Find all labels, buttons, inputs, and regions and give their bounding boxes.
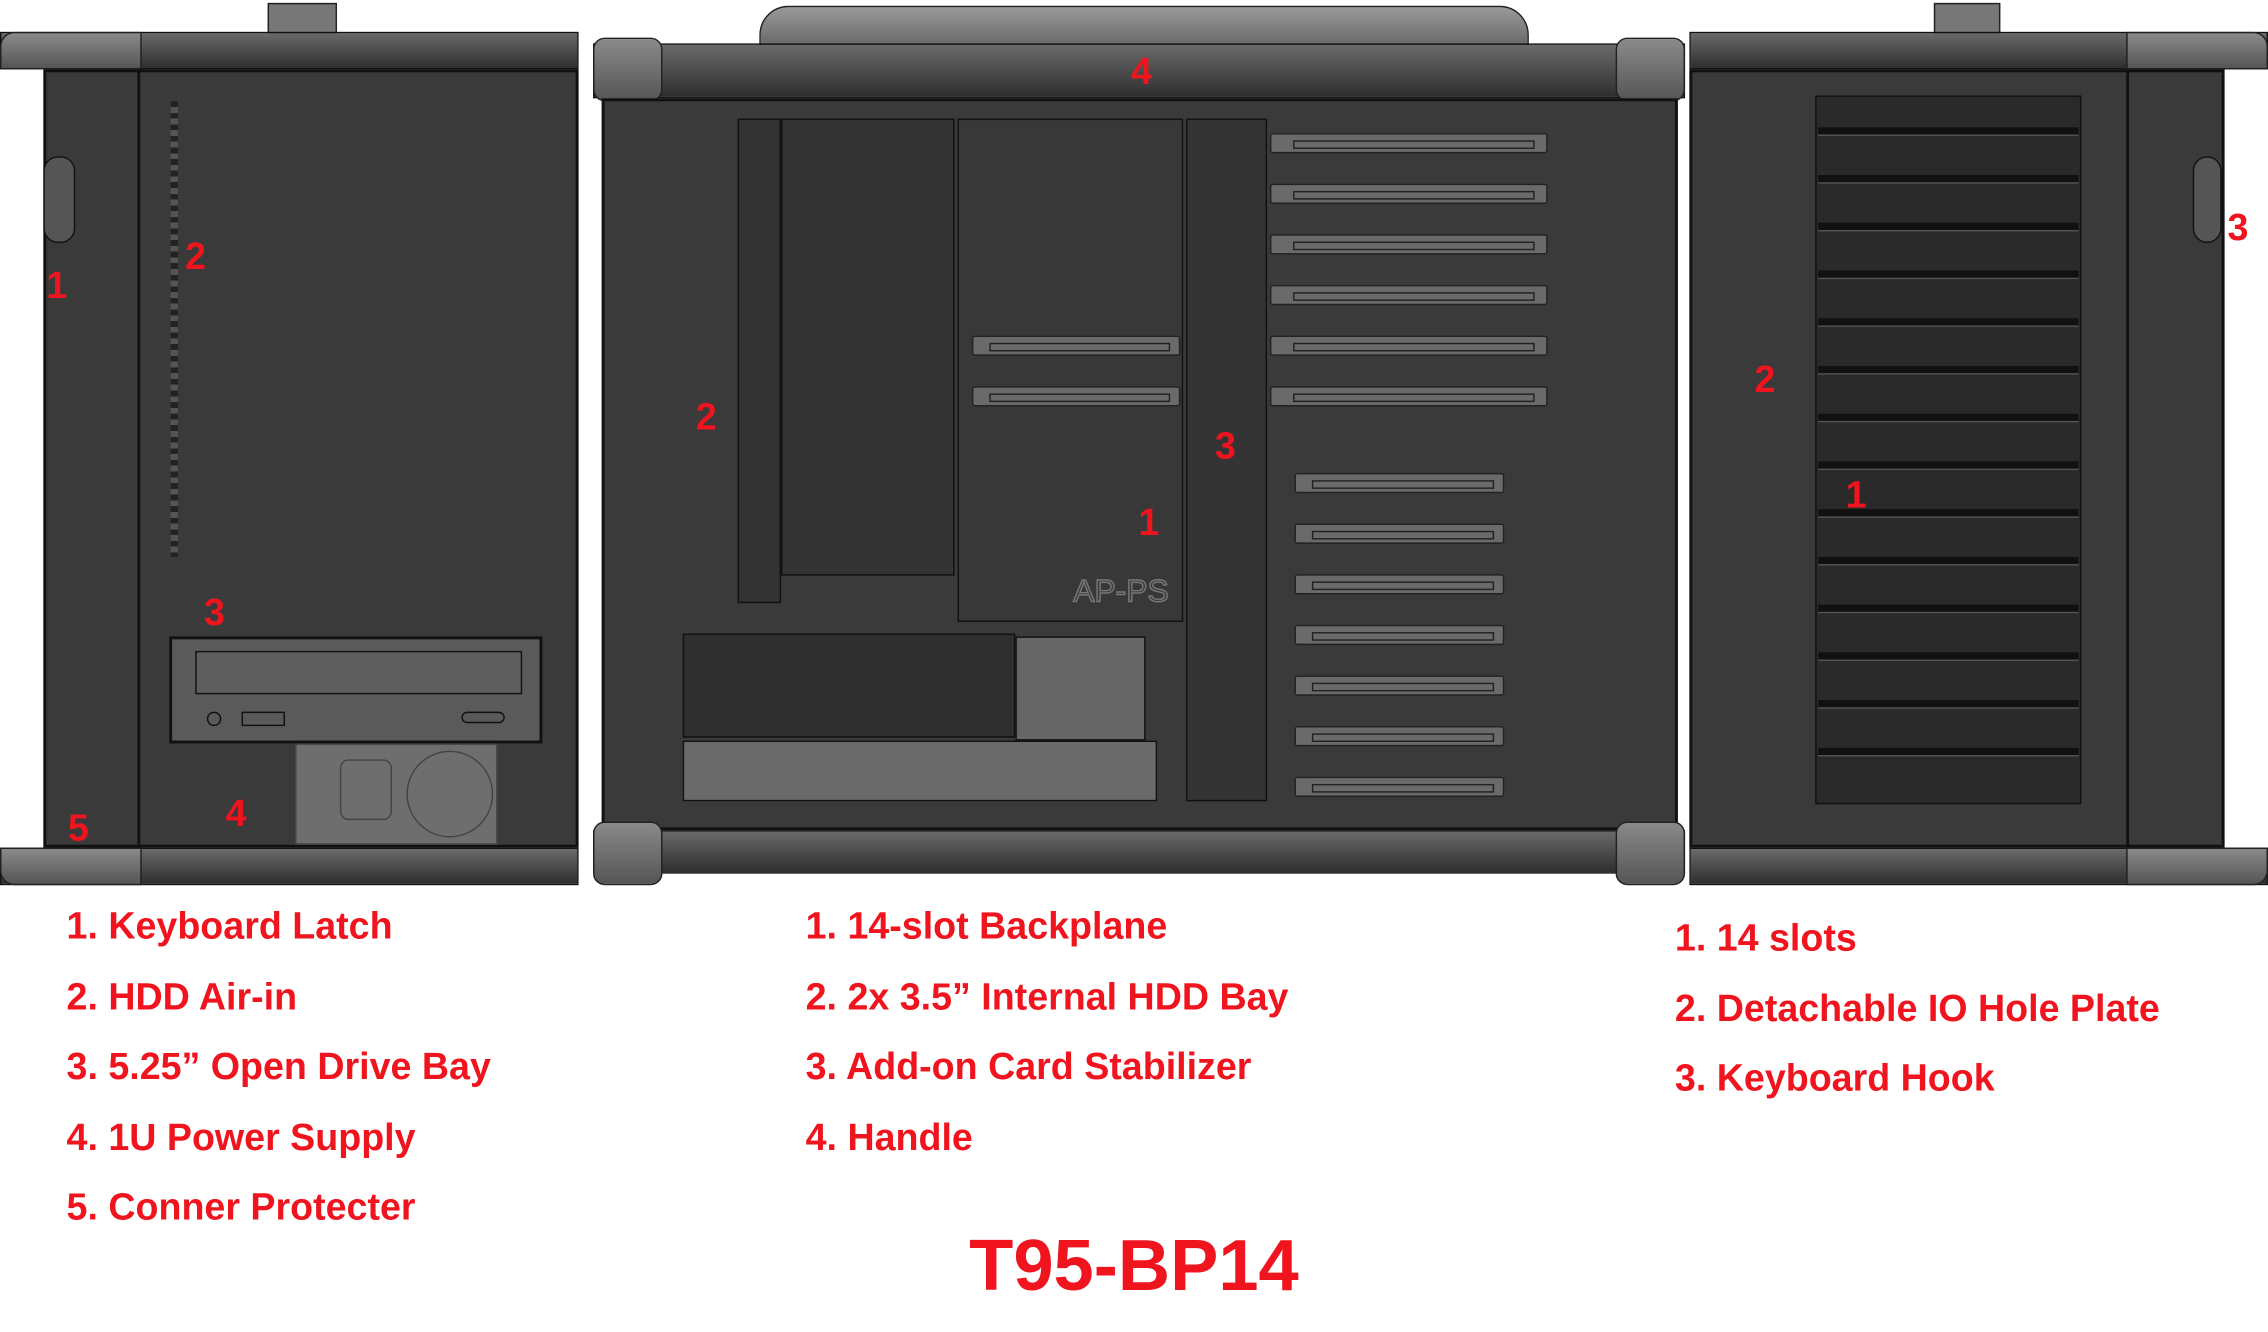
callout-5: 5 bbox=[67, 805, 89, 850]
slot-bracket bbox=[1818, 413, 2079, 423]
pci-slot bbox=[1294, 624, 1505, 646]
callout-2: 2 bbox=[695, 394, 717, 439]
legend-item: 2. 2x 3.5” Internal HDD Bay bbox=[805, 974, 1289, 1018]
slot-bracket bbox=[1818, 700, 2079, 709]
pci-slot bbox=[1269, 133, 1548, 154]
legend-center: 1. 14-slot Backplane 2. 2x 3.5” Internal… bbox=[806, 891, 1289, 1172]
legend-item: 1. Keyboard Latch bbox=[66, 904, 393, 948]
corner-protector bbox=[2126, 31, 2268, 70]
legend-item: 3. 5.25” Open Drive Bay bbox=[66, 1044, 491, 1088]
power-supply bbox=[295, 743, 498, 845]
legend-item: 3. Keyboard Hook bbox=[1674, 1055, 1995, 1100]
corner-protector bbox=[0, 847, 142, 886]
callout-4: 4 bbox=[225, 791, 247, 835]
slot-bracket bbox=[1818, 365, 2079, 375]
legend-item: 1. 14-slot Backplane bbox=[805, 904, 1168, 948]
slot-bracket bbox=[1818, 175, 2079, 184]
callout-1: 1 bbox=[1138, 500, 1160, 544]
slot-bracket bbox=[1818, 604, 2079, 614]
slot-bracket bbox=[1818, 270, 2079, 280]
callout-2: 2 bbox=[1754, 357, 1776, 401]
top-rail bbox=[593, 43, 1686, 99]
corner-protector bbox=[0, 31, 142, 70]
model-title: T95-BP14 bbox=[969, 1225, 1299, 1307]
legend-right: 1. 14 slots 2. Detachable IO Hole Plate … bbox=[1675, 903, 2160, 1113]
pci-slot bbox=[971, 335, 1181, 356]
slot-bracket bbox=[1818, 652, 2079, 662]
legend-item: 4. Handle bbox=[805, 1114, 973, 1158]
legend-item: 3. Add-on Card Stabilizer bbox=[805, 1044, 1252, 1088]
legend-item: 2. HDD Air-in bbox=[66, 974, 298, 1018]
keyboard-hook bbox=[2192, 156, 2222, 243]
callout-1: 1 bbox=[46, 263, 68, 307]
callout-4: 4 bbox=[1131, 49, 1153, 93]
legend-item: 5. Conner Protecter bbox=[66, 1184, 416, 1228]
callout-1: 1 bbox=[1845, 472, 1867, 517]
legend-item: 4. 1U Power Supply bbox=[66, 1114, 416, 1158]
pci-slot bbox=[1294, 523, 1505, 544]
logo: AP-PS bbox=[1073, 572, 1170, 610]
pci-slot bbox=[1269, 284, 1548, 306]
corner-protector bbox=[593, 37, 663, 102]
pci-slot bbox=[1294, 776, 1505, 797]
corner-protector bbox=[2126, 847, 2268, 886]
callout-3: 3 bbox=[2227, 205, 2249, 249]
keyboard-latch bbox=[43, 156, 76, 243]
legend-item: 1. 14 slots bbox=[1674, 915, 1857, 959]
slot-bracket bbox=[1818, 747, 2079, 757]
drive-bay bbox=[169, 636, 543, 744]
pci-slot bbox=[1294, 726, 1505, 747]
pci-slot bbox=[1269, 183, 1548, 204]
pci-slot bbox=[1294, 574, 1505, 595]
io-hole-plate bbox=[1815, 95, 2082, 805]
hdd-bay bbox=[682, 633, 1016, 738]
pci-slot bbox=[1269, 234, 1548, 255]
corner-protector bbox=[593, 821, 663, 886]
legend-left: 1. Keyboard Latch 2. HDD Air-in 3. 5.25”… bbox=[67, 891, 491, 1242]
handle bbox=[759, 5, 1529, 50]
slot-bracket bbox=[1818, 318, 2079, 327]
slot-bracket bbox=[1818, 556, 2079, 566]
callout-3: 3 bbox=[1214, 423, 1236, 468]
slot-bracket bbox=[1818, 509, 2079, 518]
backplane bbox=[957, 118, 1184, 622]
callout-3: 3 bbox=[203, 590, 225, 634]
card-stabilizer bbox=[1186, 118, 1268, 802]
pci-slot bbox=[971, 386, 1181, 407]
air-vent bbox=[170, 101, 178, 557]
callout-2: 2 bbox=[185, 234, 207, 278]
slot-bracket bbox=[1818, 461, 2079, 471]
pci-slot bbox=[1294, 472, 1505, 494]
corner-protector bbox=[1615, 821, 1686, 886]
slot-bracket bbox=[1818, 127, 2079, 136]
pci-slot bbox=[1294, 675, 1505, 696]
legend-item: 2. Detachable IO Hole Plate bbox=[1674, 985, 2160, 1030]
pci-slot bbox=[1269, 386, 1548, 407]
bottom-rail bbox=[593, 830, 1686, 874]
slot-bracket bbox=[1818, 222, 2079, 232]
pci-slot bbox=[1269, 335, 1548, 356]
corner-protector bbox=[1615, 37, 1686, 102]
